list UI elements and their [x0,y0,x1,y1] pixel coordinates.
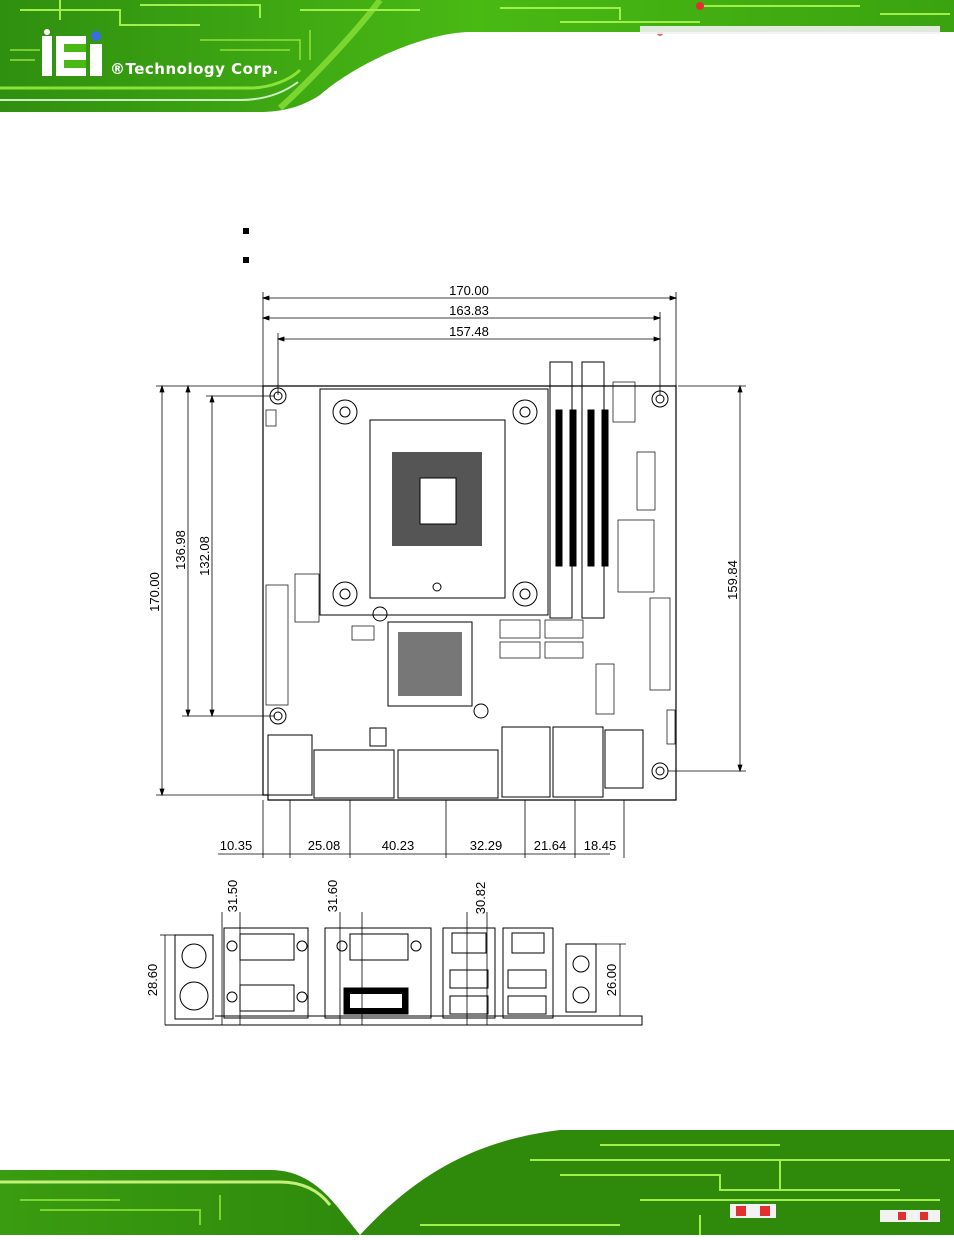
dim-label-30-82: 30.82 [473,882,488,915]
bullet-marker [243,257,249,263]
bullet-marker [243,228,249,234]
top-dimension-lines [261,292,678,395]
top-dimension-labels: 170.00 163.83 157.48 [449,283,489,339]
dim-label-26-00: 26.00 [604,964,619,997]
header-banner: ®Technology Corp. [0,0,954,112]
pcb-footer-graphic [0,1130,954,1235]
dim-label-21: 21.64 [534,838,567,853]
mounting-holes [269,387,669,780]
left-dimension-lines [156,384,275,797]
dim-label-28-60: 28.60 [145,964,160,997]
dim-label-31-50: 31.50 [225,880,240,913]
dim-label-136: 136.98 [173,530,188,570]
io-dimension-lines [160,912,626,1025]
bottom-dimension-labels: 10.35 25.08 40.23 32.29 21.64 18.45 [220,838,617,853]
misc-connectors [265,381,676,745]
dim-label-31-60: 31.60 [325,880,340,913]
dim-label-10: 10.35 [220,838,253,853]
dim-label-159: 159.84 [725,560,740,600]
left-dimension-labels: 170.00 136.98 132.08 [147,530,212,612]
dim-label-40: 40.23 [382,838,415,853]
dim-label-18: 18.45 [584,838,617,853]
cpu-socket [319,388,549,616]
board-dimensions-drawing: 170.00 163.83 157.48 170.00 136.98 132.0… [145,280,790,1040]
footer-banner [0,1130,954,1235]
pcb-header-graphic [0,0,954,112]
chipset [372,606,489,719]
io-dimension-labels: 31.50 31.60 30.82 28.60 26.00 [145,880,619,997]
dim-label-25: 25.08 [308,838,341,853]
dim-label-157: 157.48 [449,324,489,339]
dimm-slots [549,361,609,619]
dim-label-32: 32.29 [470,838,503,853]
board-outline [262,361,677,801]
io-front-view [165,927,643,1026]
rear-io-outline [267,726,644,799]
dim-label-132: 132.08 [197,536,212,576]
right-dimension-lines [668,384,746,773]
dim-label-width-170: 170.00 [449,283,489,298]
dim-label-height-170: 170.00 [147,572,162,612]
bottom-dimension-lines [218,800,625,858]
brand-name: ®Technology Corp. [110,60,279,78]
iei-logo [40,29,110,83]
dim-label-163: 163.83 [449,303,489,318]
